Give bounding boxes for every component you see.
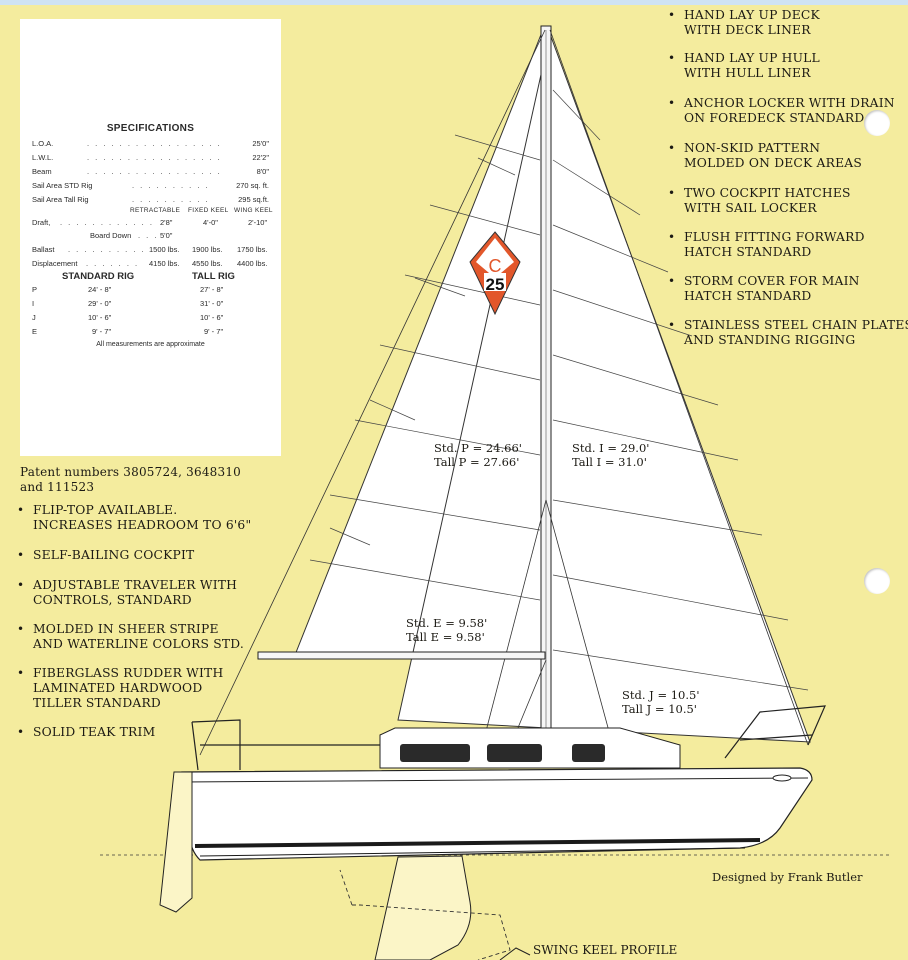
boot-stripe (194, 838, 761, 848)
binder-hole (864, 110, 890, 136)
rig-tall-value: 31' - 0" (200, 299, 224, 308)
draft-fixed: 4'-0" (203, 218, 218, 227)
std-j-dimension: Std. J = 10.5' (622, 688, 700, 702)
rig-key: P (32, 285, 38, 294)
keel-header-retractable: RETRACTABLE (130, 207, 181, 214)
displacement-wing: 4400 lbs. (237, 259, 268, 268)
svg-text:C: C (489, 256, 502, 276)
spec-row-loa: L.O.A.. . . . . . . . . . . . . . . . . … (32, 139, 269, 148)
specifications-title: SPECIFICATIONS (106, 123, 195, 134)
left-feature: • SOLID TEAK TRIM (17, 725, 156, 739)
rig-standard-value: 10' - 6" (88, 313, 112, 322)
rig-tall-value: 10' - 6" (200, 313, 224, 322)
spec-row-beam: Beam. . . . . . . . . . . . . . . . . . … (32, 167, 269, 176)
spec-row-sail-std: Sail Area STD Rig. . . . . . . . . . . .… (32, 181, 269, 190)
boom (257, 651, 546, 660)
rig-key: E (32, 327, 38, 336)
cabin-windows (400, 744, 605, 762)
tall-j-dimension: Tall J = 10.5' (622, 702, 697, 716)
tall-rig-heading: TALL RIG (192, 271, 235, 282)
rig-key: I (32, 299, 35, 308)
keel (374, 855, 472, 960)
ballast-fixed: 1900 lbs. (192, 245, 223, 254)
draft-label: Draft, (32, 218, 51, 227)
rig-tall-value: 9' - 7" (204, 327, 224, 336)
measurements-footnote: All measurements are approximate (96, 341, 205, 348)
spec-row-sail-tall: Sail Area Tall Rig. . . . . . . . . . . … (32, 195, 269, 204)
specifications-card: SPECIFICATIONS L.O.A.. . . . . . . . . .… (20, 19, 281, 456)
top-strip (0, 0, 908, 5)
sheer-line (181, 777, 809, 783)
svg-text:25: 25 (486, 275, 505, 294)
rig-standard-value: 29' - 0" (88, 299, 112, 308)
ballast-wing: 1750 lbs. (237, 245, 268, 254)
displacement-retractable: 4150 lbs. (149, 259, 180, 268)
rig-key: J (32, 313, 36, 322)
tall-i-dimension: Tall I = 31.0' (572, 455, 647, 469)
keel-header-wing: WING KEEL (234, 207, 273, 214)
swing-keel-profile (352, 904, 511, 960)
standard-rig-heading: STANDARD RIG (62, 271, 135, 282)
left-feature: • SELF-BAILING COCKPIT (17, 548, 195, 562)
binder-hole (864, 568, 890, 594)
patent-line-1: Patent numbers 3805724, 3648310 (20, 465, 242, 479)
rig-standard-value: 9' - 7" (92, 327, 112, 336)
rig-standard-value: 24' - 8" (88, 285, 112, 294)
left-feature: • FLIP-TOP AVAILABLE.INCREASES HEADROOM … (17, 503, 252, 532)
spec-row-lwl: L.W.L.. . . . . . . . . . . . . . . . . … (32, 153, 269, 162)
std-p-dimension: Std. P = 24.66' (434, 441, 522, 455)
tall-e-dimension: Tall E = 9.58' (406, 630, 485, 644)
ballast-label: Ballast (32, 245, 55, 254)
board-down-label: Board Down (90, 231, 132, 240)
draft-wing: 2'-10" (248, 218, 268, 227)
stays (199, 29, 809, 756)
board-down-value: 5'0" (160, 231, 173, 240)
rig-tall-value: 27' - 8" (200, 285, 224, 294)
main-seams (309, 134, 541, 601)
displacement-label: Displacement (32, 259, 78, 268)
patent-line-2: and 111523 (20, 480, 95, 494)
std-i-dimension: Std. I = 29.0' (572, 441, 650, 455)
draft-retractable: 2'8" (160, 218, 173, 227)
designer-credit: Designed by Frank Butler (712, 870, 863, 884)
keel-header-fixed: FIXED KEEL (188, 207, 229, 214)
swing-keel-label: SWING KEEL PROFILE (533, 943, 678, 957)
jib-seams (552, 89, 809, 691)
rails (191, 705, 826, 771)
std-e-dimension: Std. E = 9.58' (406, 616, 488, 630)
displacement-fixed: 4550 lbs. (192, 259, 223, 268)
ballast-retractable: 1500 lbs. (149, 245, 180, 254)
tall-p-dimension: Tall P = 27.66' (434, 455, 520, 469)
rudder (159, 771, 193, 913)
sail-logo: C 25 (469, 231, 521, 316)
